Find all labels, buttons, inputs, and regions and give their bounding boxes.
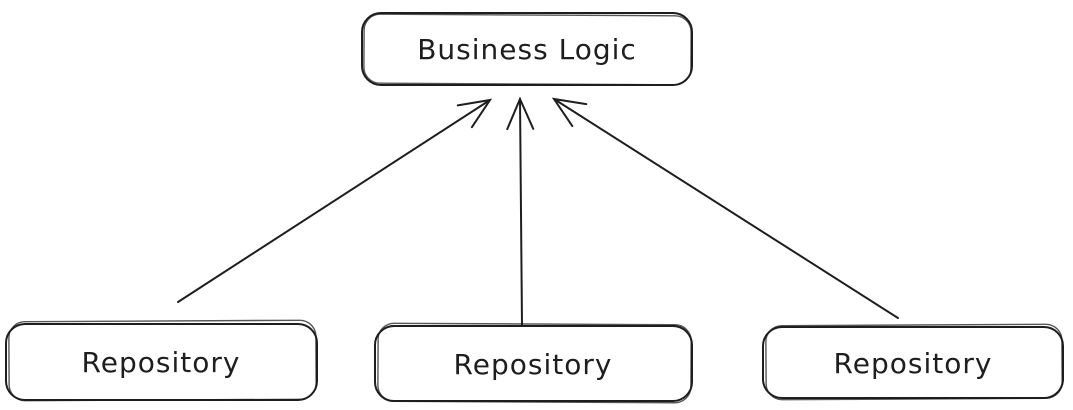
node-repository-right[interactable]: Repository (762, 323, 1064, 401)
business-logic-label: Business Logic (417, 33, 637, 66)
repository-right-label: Repository (834, 347, 993, 380)
node-business-logic[interactable]: Business Logic (361, 12, 693, 86)
repository-left-label: Repository (82, 346, 241, 379)
edge-repository-right-to-business-logic[interactable] (551, 97, 899, 319)
edge-repository-middle-to-business-logic[interactable] (506, 96, 535, 327)
repository-middle-label: Repository (454, 348, 613, 381)
node-repository-middle[interactable]: Repository (374, 322, 693, 404)
node-repository-left[interactable]: Repository (5, 319, 318, 402)
edge-repository-left-to-business-logic[interactable] (177, 98, 493, 303)
